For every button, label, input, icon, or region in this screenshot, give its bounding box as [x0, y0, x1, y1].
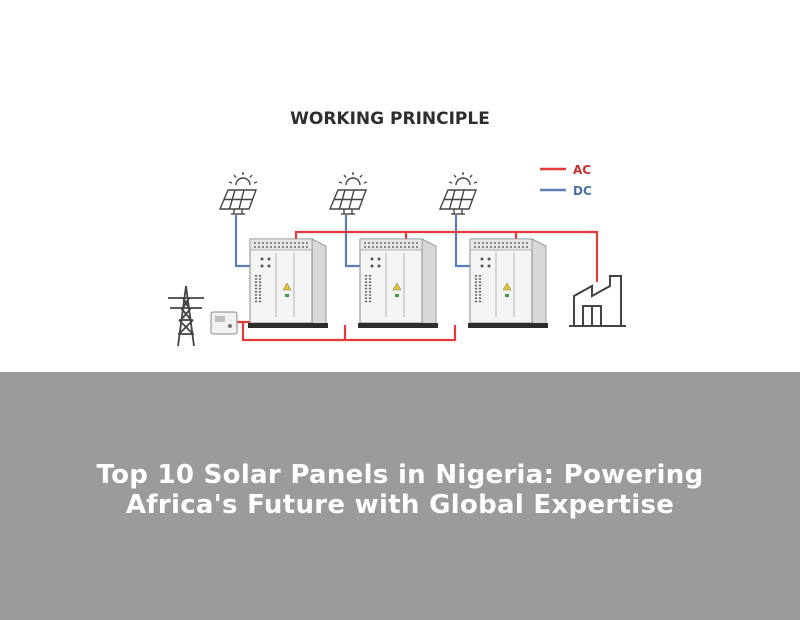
- diagram-title: WORKING PRINCIPLE: [290, 109, 490, 129]
- solar-panel-icon: [329, 171, 368, 215]
- energy-storage-cabinet-icon: [356, 237, 440, 330]
- legend-dc-label: DC: [573, 184, 592, 198]
- solar-panel-icon: [439, 171, 478, 215]
- factory-icon: [569, 275, 626, 327]
- banner-title: Top 10 Solar Panels in Nigeria: Powering…: [96, 460, 704, 520]
- legend-ac-label: AC: [573, 163, 591, 177]
- energy-storage-cabinet-icon: [246, 237, 330, 330]
- banner: Top 10 Solar Panels in Nigeria: Powering…: [0, 372, 800, 620]
- power-pylon-icon: [168, 285, 204, 347]
- solar-panel-icon: [219, 171, 258, 215]
- energy-storage-cabinet-icon: [466, 237, 550, 330]
- working-principle-diagram: WORKING PRINCIPLE AC DC: [168, 109, 626, 347]
- legend: AC DC: [540, 163, 592, 198]
- meter-box-icon: [210, 311, 238, 335]
